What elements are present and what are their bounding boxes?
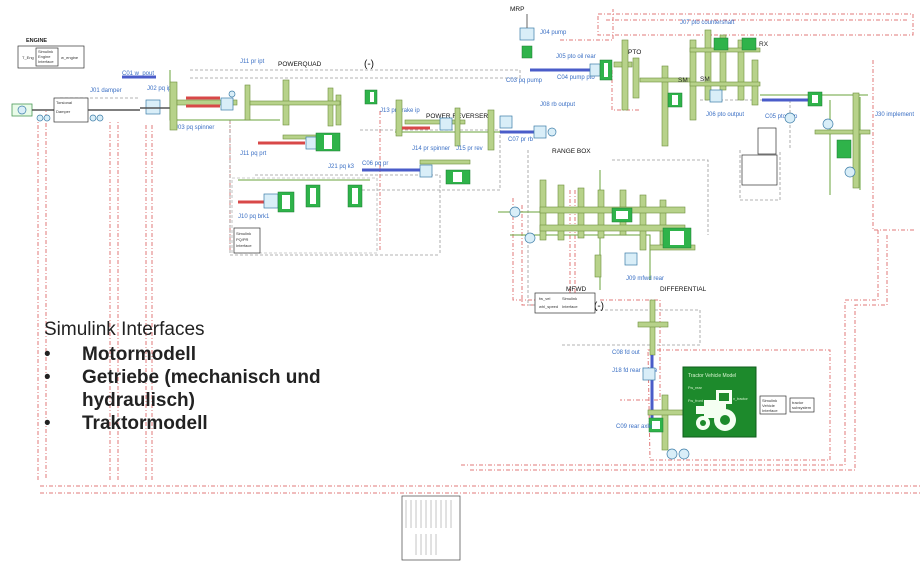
label-j09: J09 mfwd rear — [626, 276, 664, 282]
label-j04: J04 pump — [540, 30, 567, 36]
engine-block[interactable]: ENGINE T_Eng Simulink Engine Interface w… — [18, 38, 84, 68]
engine-line-3: Interface — [38, 59, 54, 64]
label-c07: C07 pr rb — [508, 137, 534, 143]
svg-text:PQ/PR: PQ/PR — [236, 237, 249, 242]
svg-text:Torsional: Torsional — [56, 100, 72, 105]
tractor-port-in-1: Fw_rear — [688, 386, 703, 390]
pto-section: MRP J04 pump J05 pto oil rear C03 pq pum… — [506, 6, 914, 188]
section-mfwd: MFWD — [566, 286, 587, 293]
tractor-port-out: v_tractor — [733, 397, 749, 401]
engine-port-in: T_Eng — [22, 55, 34, 60]
svg-text:J11 pq prt: J11 pq prt — [240, 151, 267, 157]
section-powerquad: POWERQUAD — [278, 61, 322, 68]
svg-text:Interface: Interface — [762, 408, 778, 413]
svg-text:Interface: Interface — [236, 243, 252, 248]
label-j10: J10 pq brk1 — [238, 214, 270, 220]
svg-text:SM: SM — [700, 76, 710, 83]
svg-text:Interface: Interface — [562, 304, 578, 309]
label-c03: C03 pq pump — [506, 78, 543, 84]
bullet-text: Getriebe (mechanisch und — [82, 367, 321, 388]
bullet-item: • Traktormodell — [44, 412, 464, 435]
bullet-text: Motormodell — [82, 344, 196, 365]
engine-port-out: w_engine — [61, 55, 79, 60]
tractor-title: Tractor Vehicle Model — [688, 373, 736, 379]
svg-text:Simulink: Simulink — [236, 231, 251, 236]
section-pto: PTO — [628, 49, 641, 56]
sign-left: (-) — [364, 59, 374, 70]
label-j06: J06 pto output — [706, 112, 744, 118]
bullet-text: hydraulisch) — [82, 390, 195, 411]
label-c09: C09 rear axle — [616, 424, 653, 430]
bullet-icon: • — [44, 366, 51, 389]
bus-selector-block — [402, 496, 460, 560]
svg-text:RX: RX — [759, 41, 769, 48]
label-j05: J05 pto oil rear — [556, 54, 596, 60]
svg-text:J15 pr rev: J15 pr rev — [456, 146, 483, 152]
svg-text:Simulink: Simulink — [562, 296, 577, 301]
label-j07: J07 pto countershaft — [680, 20, 735, 26]
svg-text:fw_vel: fw_vel — [539, 296, 550, 301]
label-c04: C04 pump pto — [557, 75, 595, 81]
bullet-icon: • — [44, 343, 51, 366]
bullet-item: • Motormodell — [44, 343, 464, 366]
svg-text:Damper: Damper — [56, 109, 71, 114]
differential-section: (-) MFWD DIFFERENTIAL J09 mfwd rear fw_v… — [535, 253, 707, 459]
powerquad-section: POWERQUAD (-) J11 pr ipt J11 pq prt J21 … — [170, 59, 377, 170]
interfaces-list: Simulink Interfaces • Motormodell • Getrie… — [44, 319, 464, 435]
label-c08: C08 fd out — [612, 350, 640, 356]
label-j03: J03 pq spinner — [175, 125, 214, 131]
label-j01: J01 damper — [90, 88, 122, 94]
svg-text:whl_speed: whl_speed — [539, 304, 558, 309]
section-range-box: RANGE BOX — [552, 148, 591, 155]
bullet-item-continued: hydraulisch) — [44, 389, 464, 412]
interfaces-bullets: • Motormodell • Getriebe (mechanisch und h… — [44, 343, 464, 435]
power-reverser-section: POWER REVERSER J13 pr brake ip C06 pq pr… — [362, 100, 512, 184]
tractor-vehicle-model[interactable]: Tractor Vehicle Model Fw_rear Fw_front v… — [683, 367, 814, 437]
sensor-icon — [146, 100, 160, 114]
svg-text:J14 pr spinner: J14 pr spinner — [412, 146, 450, 152]
label-j30: J30 implement — [875, 112, 914, 118]
bullet-icon: • — [44, 412, 51, 435]
svg-text:J21 pq k3: J21 pq k3 — [328, 164, 355, 170]
interfaces-heading: Simulink Interfaces — [44, 319, 464, 341]
section-differential: DIFFERENTIAL — [660, 286, 707, 293]
pq-brake-subsystem: J10 pq brk1 Simulink PQ/PR Interface — [232, 178, 377, 253]
svg-text:SM: SM — [678, 77, 688, 84]
label-c06: C06 pq pr — [362, 161, 388, 167]
label-j11-top: J11 pr ipt — [240, 59, 265, 65]
svg-text:subsystem: subsystem — [792, 405, 812, 410]
section-mrp: MRP — [510, 6, 524, 13]
bullet-item: • Getriebe (mechanisch und — [44, 366, 464, 389]
engine-title: ENGINE — [26, 38, 47, 44]
gear-icon — [170, 82, 177, 130]
label-j02: J02 pq ip — [147, 86, 172, 92]
label-j08: J08 rb output — [540, 102, 575, 108]
sign-right: (-) — [594, 301, 604, 312]
bullet-text: Traktormodell — [82, 413, 208, 434]
tractor-port-in-2: Fw_front — [688, 399, 704, 403]
